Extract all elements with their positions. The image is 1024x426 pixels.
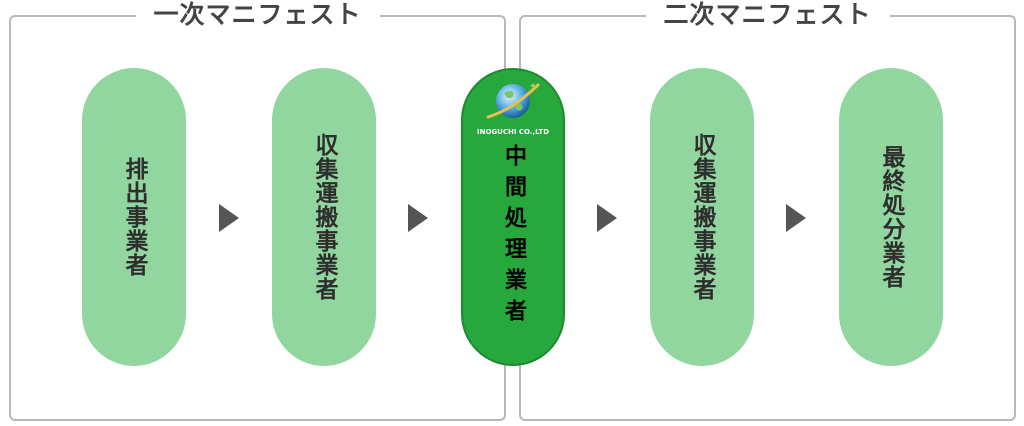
arrow-right-icon — [786, 204, 806, 232]
arrow-right-icon — [597, 204, 617, 232]
step-label: 最終処分業者 — [878, 145, 904, 289]
step-intermediate-processor: INOGUCHI CO.,LTD 中間処理業者 — [461, 68, 565, 366]
step-collection-transport-2: 収集運搬事業者 — [650, 68, 754, 366]
secondary-manifest-title: 二次マニフェスト — [645, 0, 890, 30]
step-label: 排出事業者 — [121, 157, 147, 277]
arrow-right-icon — [219, 204, 239, 232]
step-label: 収集運搬事業者 — [311, 133, 337, 301]
arrow-right-icon — [408, 204, 428, 232]
company-logo: INOGUCHI CO.,LTD — [477, 80, 549, 136]
step-collection-transport-1: 収集運搬事業者 — [272, 68, 376, 366]
step-label: 中間処理業者 — [501, 144, 526, 330]
primary-manifest-title: 一次マニフェスト — [135, 0, 380, 30]
logo-text: INOGUCHI CO.,LTD — [476, 128, 550, 136]
primary-manifest-group: 一次マニフェスト — [9, 0, 506, 421]
step-waste-generator: 排出事業者 — [82, 68, 186, 366]
step-label: 収集運搬事業者 — [689, 133, 715, 301]
step-final-disposal: 最終処分業者 — [839, 68, 943, 366]
globe-logo-icon — [486, 83, 540, 119]
